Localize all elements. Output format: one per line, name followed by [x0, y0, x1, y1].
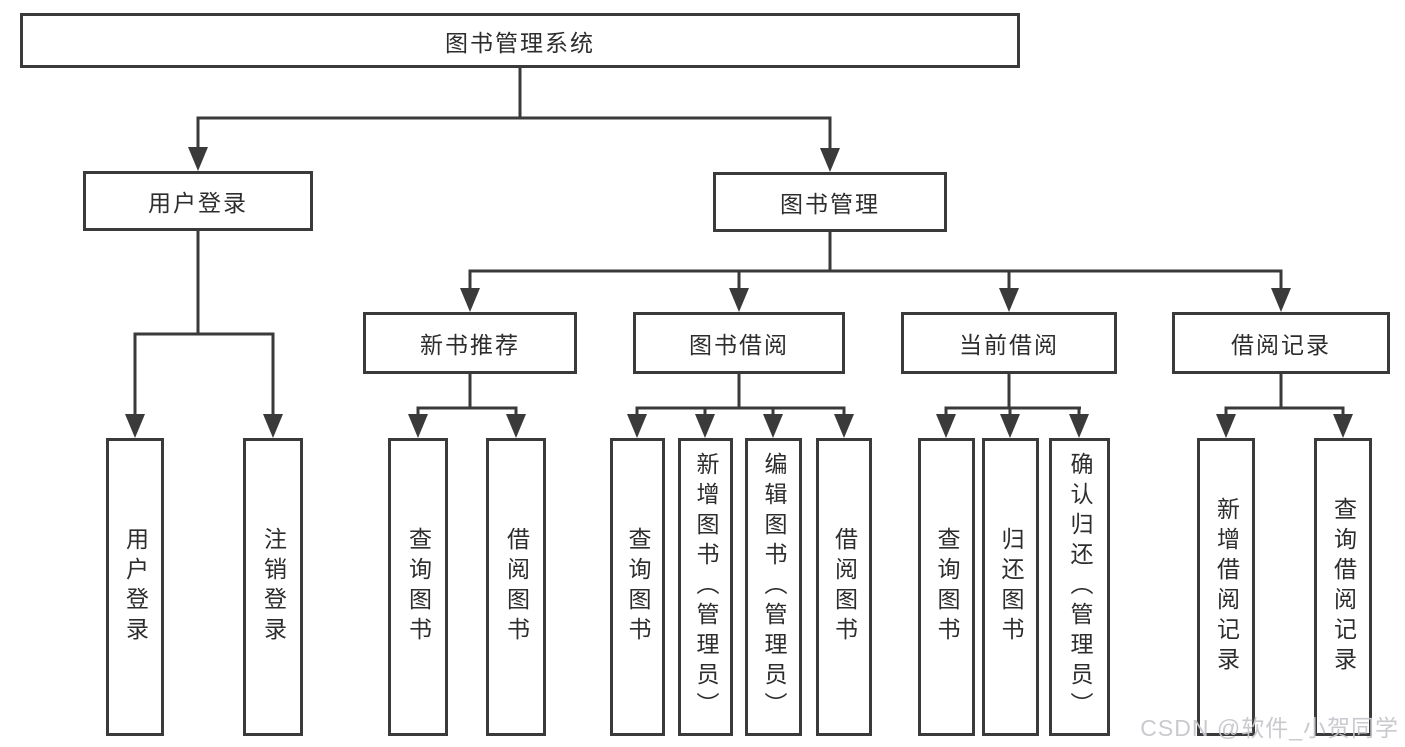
node-user-login-leaf: 用户登录: [106, 438, 164, 736]
node-logout-leaf: 注销登录: [243, 438, 303, 736]
node-query-borrow-record: 查询借阅记录: [1314, 438, 1372, 736]
watermark-text: CSDN @软件_小贺同学: [1140, 715, 1399, 741]
node-edit-books-admin: 编辑图书（管理员）: [745, 438, 802, 736]
node-borrowing-records: 借阅记录: [1172, 312, 1390, 374]
node-query-books-borrowing: 查询图书: [610, 438, 665, 736]
node-query-books-newbook: 查询图书: [388, 438, 448, 736]
node-new-book-recommend: 新书推荐: [363, 312, 577, 374]
node-library-management-system: 图书管理系统: [20, 13, 1020, 68]
node-query-books-current: 查询图书: [918, 438, 975, 736]
node-add-books-admin: 新增图书（管理员）: [678, 438, 733, 736]
node-borrow-books-borrowing: 借阅图书: [816, 438, 872, 736]
node-return-books: 归还图书: [982, 438, 1039, 736]
node-confirm-return-admin: 确认归还（管理员）: [1049, 438, 1110, 736]
node-borrow-books-newbook: 借阅图书: [486, 438, 546, 736]
node-book-borrowing: 图书借阅: [633, 312, 845, 374]
node-add-borrow-record: 新增借阅记录: [1197, 438, 1255, 736]
arrowheads: [125, 147, 1353, 438]
node-current-borrowing: 当前借阅: [901, 312, 1117, 374]
node-user-login: 用户登录: [83, 171, 313, 231]
node-book-management: 图书管理: [713, 172, 947, 232]
